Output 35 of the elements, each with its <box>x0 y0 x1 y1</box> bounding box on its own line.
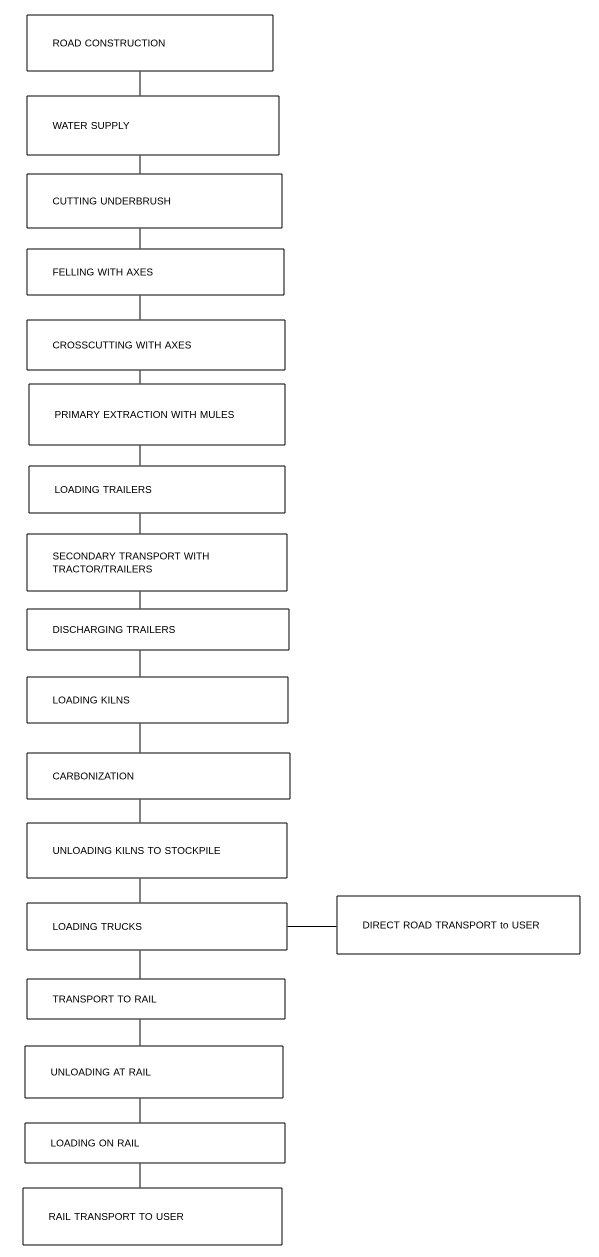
process-box: PRIMARY EXTRACTION WITH MULES <box>28 383 286 446</box>
connector-line <box>139 723 141 753</box>
connector-line <box>139 228 141 249</box>
connector-line <box>139 370 141 384</box>
process-box: UNLOADING KILNS TO STOCKPILE <box>26 822 288 879</box>
connector-line <box>139 950 141 979</box>
process-box: LOADING TRUCKS <box>26 902 288 951</box>
process-box: DISCHARGING TRAILERS <box>26 608 290 651</box>
connector-line <box>139 591 141 609</box>
process-box: RAIL TRANSPORT TO USER <box>22 1187 283 1246</box>
process-box: LOADING TRAILERS <box>28 465 286 514</box>
connector-line <box>139 650 141 677</box>
connector-line <box>139 513 141 534</box>
process-box: ROAD CONSTRUCTION <box>26 14 274 72</box>
process-box: CROSSCUTTING WITH AXES <box>26 319 286 371</box>
connector-line <box>287 926 337 927</box>
connector-line <box>139 1098 141 1123</box>
connector-line <box>139 1163 141 1188</box>
connector-line <box>139 71 141 96</box>
process-box: CUTTING UNDERBRUSH <box>26 173 283 229</box>
process-box: UNLOADING AT RAIL <box>24 1045 284 1099</box>
process-box: LOADING ON RAIL <box>24 1122 286 1164</box>
process-box: SECONDARY TRANSPORT WITH TRACTOR/TRAILERS <box>26 533 288 592</box>
process-box: LOADING KILNS <box>26 676 289 724</box>
process-box: FELLING WITH AXES <box>26 248 285 296</box>
process-box: CARBONIZATION <box>26 752 291 800</box>
connector-line <box>139 878 141 903</box>
process-box: TRANSPORT TO RAIL <box>26 978 286 1020</box>
connector-line <box>139 1019 141 1046</box>
connector-line <box>139 799 141 823</box>
connector-line <box>139 155 141 174</box>
process-box: WATER SUPPLY <box>26 95 280 156</box>
connector-line <box>139 445 141 466</box>
process-box: DIRECT ROAD TRANSPORT to USER <box>336 895 581 955</box>
connector-line <box>139 295 141 320</box>
